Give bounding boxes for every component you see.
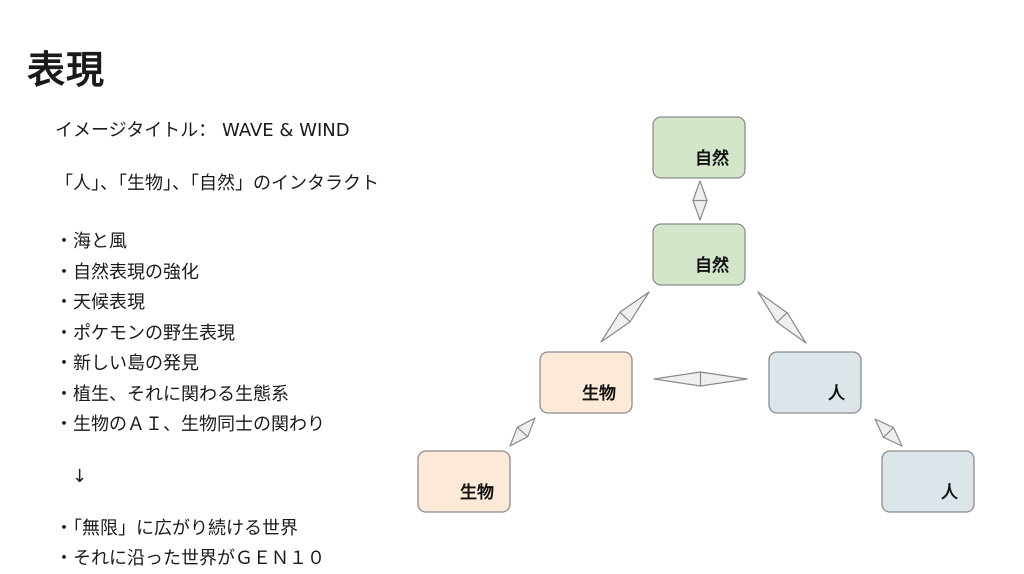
down-arrow-icon: ↓ (72, 466, 88, 487)
list-item: ・新しい島の発見 (55, 353, 199, 374)
slide-title: 表現 (27, 48, 106, 92)
list-item: ・ポケモンの野生表現 (55, 322, 235, 344)
arrow-midline (516, 426, 529, 438)
list-item: ・「無限」に広がり続ける世界 (55, 518, 298, 539)
node-creature-bottom: 生物 (417, 450, 511, 513)
double-arrow-human-mid-human-bottom (874, 418, 903, 447)
arrow-midline (883, 427, 894, 438)
node-creature-mid: 生物 (539, 351, 633, 414)
feature-list: ・海と風 ・自然表現の強化 ・天候表現 ・ポケモンの野生表現 ・新しい島の発見 … (55, 227, 325, 441)
list-item: ・それに沿った世界がＧＥＮ１０ (55, 548, 325, 569)
node-box (652, 223, 746, 286)
node-box (417, 450, 511, 513)
double-arrow-nature-mid-creature-mid (600, 291, 650, 343)
node-box (768, 351, 862, 414)
node-label: 生物 (460, 482, 494, 503)
node-label: 自然 (695, 148, 729, 169)
node-box (881, 450, 975, 513)
list-item: ・海と風 (55, 231, 127, 252)
node-nature-top: 自然 (652, 116, 746, 179)
double-arrow-creature-mid-human-mid (653, 371, 748, 387)
node-box (539, 351, 633, 414)
interaction-line: 「人」、「生物」、「自然」のインタラクト (55, 173, 379, 194)
double-arrow-nature-top-nature-mid (692, 180, 708, 221)
list-item: ・自然表現の強化 (55, 261, 199, 283)
double-arrow-creature-mid-creature-bottom (509, 417, 536, 447)
double-arrow-nature-mid-human-mid (757, 291, 807, 344)
list-item: ・生物のＡＩ、生物同士の関わり (55, 414, 325, 435)
node-nature-mid: 自然 (652, 223, 746, 286)
node-human-mid: 人 (768, 351, 862, 414)
list-item: ・植生、それに関わる生態系 (55, 383, 289, 405)
node-label: 人 (941, 483, 959, 503)
node-label: 人 (828, 384, 846, 404)
list-item: ・天候表現 (55, 292, 145, 313)
arrow-midline (619, 311, 631, 323)
result-list: ・「無限」に広がり続ける世界 ・それに沿った世界がＧＥＮ１０ (55, 514, 325, 574)
image-title-line: イメージタイトル： WAVE & WIND (55, 120, 350, 141)
node-box (652, 116, 746, 179)
node-human-bottom: 人 (881, 450, 975, 513)
node-label: 生物 (582, 383, 616, 404)
node-label: 自然 (695, 255, 729, 276)
arrow-midline (776, 312, 788, 323)
